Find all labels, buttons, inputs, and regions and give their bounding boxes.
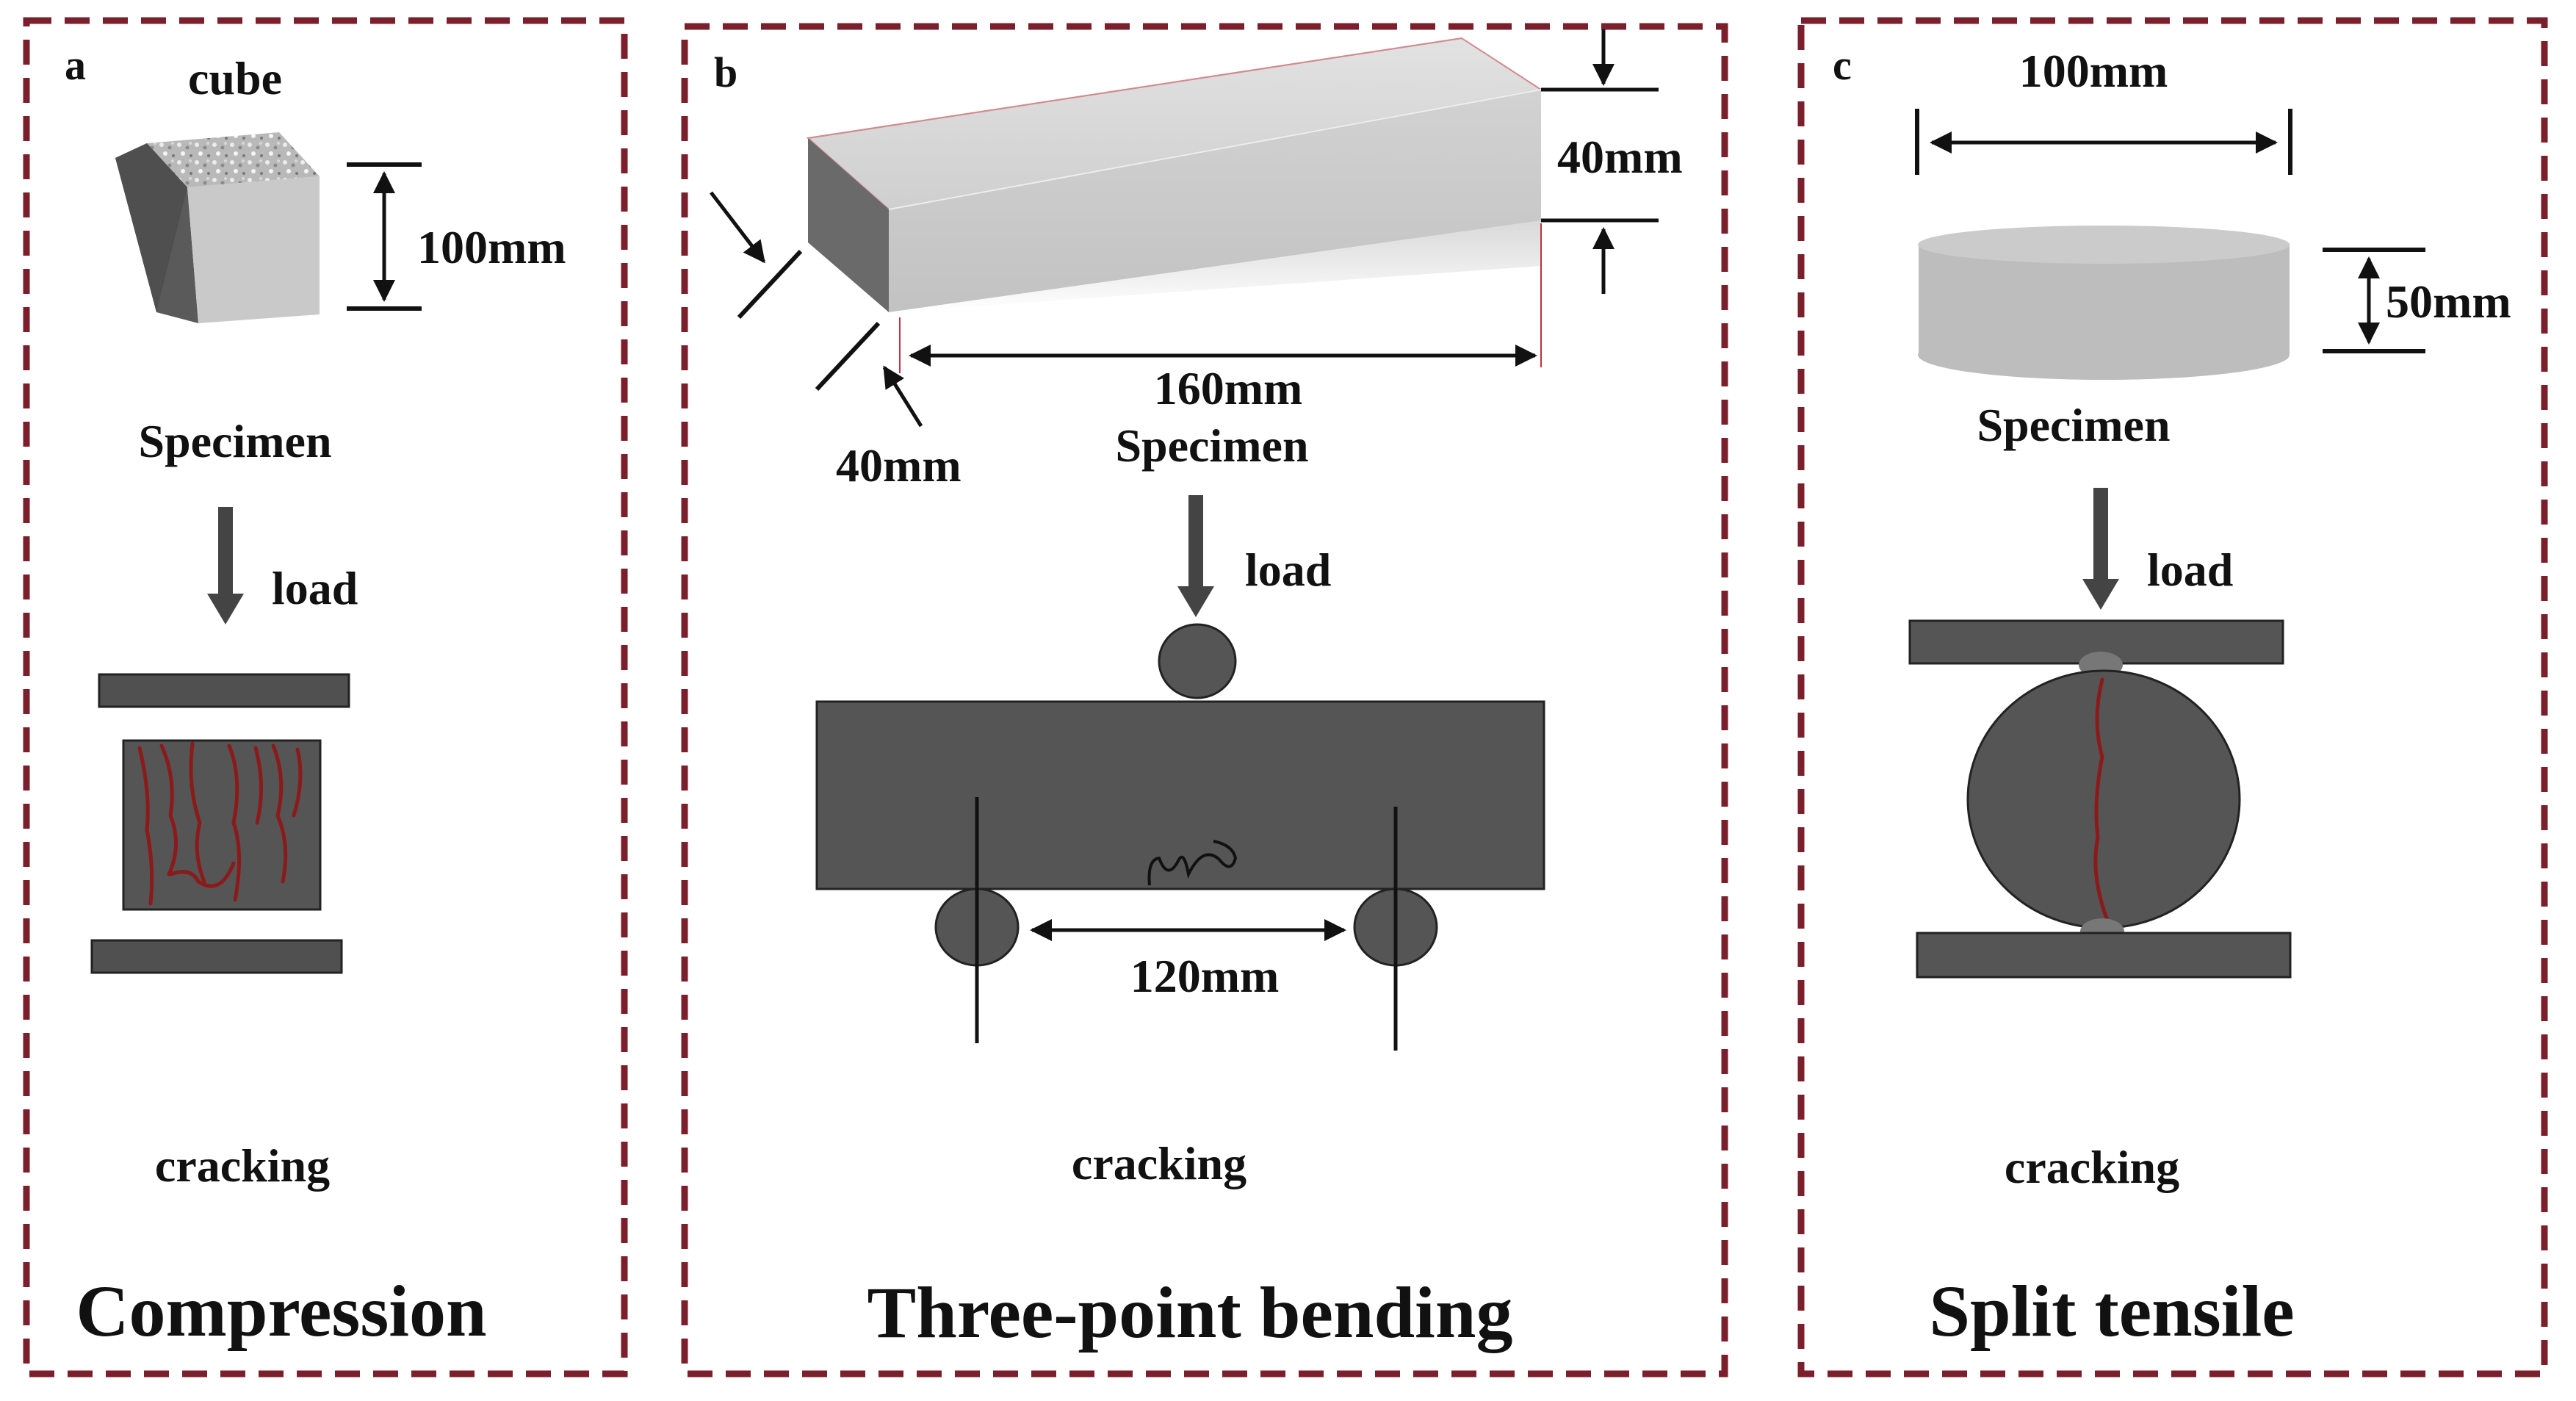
panel-b-specimen-label: Specimen [1115,419,1308,472]
panel-a-frame [23,17,628,1377]
bending-beam [815,700,1545,890]
span-dimension-label: 120mm [1130,950,1280,1002]
cylinder-crack-line [2093,677,2109,921]
panel-split-tensile: c 100mm 50mm Specimen load [1797,17,2548,1377]
beam-length-dimension [899,223,1542,373]
upper-platen [98,673,350,708]
beam-height-label: 40mm [1557,131,1683,183]
panel-three-point-bending: b 40mm 40mm [681,23,1728,1377]
cube-label: cube [188,52,282,104]
beam-width-dimension [710,191,923,428]
lower-bearing-plate [1916,932,2292,979]
load-arrow-icon [207,507,244,624]
dimension-arrow-icon [710,191,765,264]
panel-a-specimen-label: Specimen [138,415,331,467]
cube-specimen [115,132,320,323]
disc-diameter-dimension [1915,109,2292,175]
panel-b-letter: b [714,48,737,96]
panel-c-load-label: load [2147,544,2233,596]
cube-dimension-marker [347,162,422,311]
panel-c-letter: c [1833,41,1852,89]
load-arrow-icon [1177,495,1214,617]
panel-a-title: Compression [76,1270,486,1352]
disc-specimen [1918,226,2290,380]
beam-length-label: 160mm [1154,362,1303,414]
panel-c-title: Split tensile [1929,1270,2294,1352]
panel-b-cracking-label: cracking [1072,1137,1246,1189]
panel-a-letter: a [65,41,86,89]
cube-crack-lines [137,741,303,906]
lower-platen [90,939,343,974]
panel-b-title: Three-point bending [867,1272,1513,1353]
cube-dimension-label: 100mm [417,221,566,273]
beam-crack-lines [1147,840,1238,886]
panel-c-frame [1797,17,2548,1377]
panel-a-cracking-label: cracking [155,1139,330,1192]
loading-roller [1158,623,1237,699]
disc-thickness-label: 50mm [2386,275,2511,328]
disc-thickness-dimension [2323,248,2425,353]
panel-compression: a cube 100mm Specimen load [23,17,628,1377]
prism-specimen [806,37,1543,312]
panel-b-frame [681,23,1728,1377]
panel-c-specimen-label: Specimen [1977,399,2170,451]
disc-diameter-label: 100mm [2019,45,2168,97]
panel-c-cracking-label: cracking [2005,1141,2179,1193]
cylinder-cross-section [1966,669,2241,929]
beam-width-label: 40mm [836,439,962,491]
beam-height-dimension [1541,29,1659,294]
dimension-arrow-icon [882,365,923,428]
load-arrow-icon [2082,488,2119,610]
panel-b-load-label: load [1245,544,1331,596]
panel-a-load-label: load [272,562,358,614]
